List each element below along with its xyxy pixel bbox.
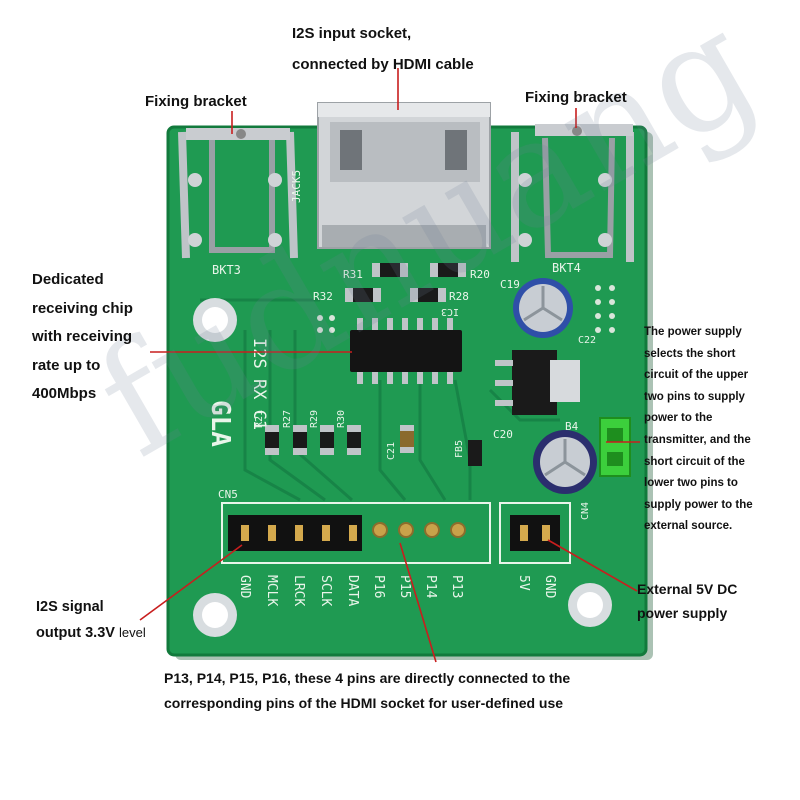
callout-pins-line: corresponding pins of the HDMI socket fo… (164, 694, 564, 711)
callout-chip-line: rate up to (32, 356, 101, 374)
callout-i2s-out-level: level (118, 625, 146, 640)
callout-fixing-bracket-right: Fixing bracket (525, 89, 627, 106)
silk-r21: R21 (254, 410, 265, 428)
voltage-regulator (495, 350, 580, 415)
callout-fixing-bracket-left: Fixing bracket (145, 93, 247, 110)
silk-board-title: I2S RX C1 (249, 338, 269, 430)
callout-user-pins: P13, P14, P15, P16, these 4 pins are dir… (164, 666, 570, 715)
pin-label-p16: P16 (371, 575, 386, 598)
callout-power-line: power to the (644, 412, 713, 425)
callout-power-line: external source. (644, 520, 733, 533)
silk-r27: R27 (282, 410, 293, 428)
pin-label-lrck: LRCK (291, 575, 306, 606)
pin-label-power-gnd: GND (542, 575, 557, 599)
pin-labels: GND MCLK LRCK SCLK DATA P16 P15 P14 P13 … (237, 575, 557, 606)
mounting-holes (193, 298, 612, 637)
receiver-chip (350, 318, 462, 384)
pin-label-sclk: SCLK (318, 575, 333, 606)
cn4-header (499, 502, 571, 564)
pin-label-mclk: MCLK (264, 575, 279, 606)
callout-power-select: The power supply selects the short circu… (644, 322, 753, 538)
capacitor-bottom (533, 430, 597, 494)
silk-jack: JACK5 (290, 170, 303, 203)
callout-i2s-out-voltage: output 3.3V (36, 625, 115, 641)
silk-r28: R28 (449, 290, 469, 303)
callout-chip-line: with receiving (32, 328, 133, 345)
silk-r31: R31 (343, 268, 363, 281)
callout-i2s-output: I2S signal output 3.3V level (36, 595, 146, 646)
pin-label-5v: 5V (516, 575, 531, 591)
capacitor-top (513, 278, 573, 338)
callout-power-line: selects the short (644, 347, 736, 360)
callout-lines (139, 68, 640, 663)
callout-pins-line: P13, P14, P15, P16, these 4 pins are dir… (164, 670, 571, 686)
callout-chip-line: Dedicated (32, 271, 104, 288)
callout-i2s-input-line: connected by HDMI cable (292, 56, 474, 73)
callout-chip-line: 400Mbps (32, 385, 97, 402)
callout-power-line: supply power to the (644, 498, 753, 511)
smd-components (265, 263, 482, 466)
callout-power-line: circuit of the upper (644, 369, 749, 382)
callout-ext5v-line: power supply (637, 605, 728, 621)
callout-i2s-out-line2: output 3.3V level (36, 620, 146, 646)
silk-r30: R30 (336, 410, 347, 428)
pin-label-gnd: GND (237, 575, 252, 599)
power-select-jumper (599, 417, 631, 477)
pin-label-p14: P14 (423, 575, 438, 599)
vias-right (317, 285, 615, 333)
silk-c22: C22 (578, 335, 596, 346)
callout-power-line: short circuit of the (644, 455, 745, 468)
silk-bkt3: BKT3 (212, 263, 241, 277)
callout-ext5v-line: External 5V DC (637, 581, 738, 597)
callout-i2s-input-line: I2S input socket, (292, 25, 412, 42)
pin-label-data: DATA (345, 575, 360, 606)
silk-c19: C19 (500, 278, 520, 291)
callout-power-line: two pins to supply (644, 390, 745, 403)
callout-i2s-input: I2S input socket, connected by HDMI cabl… (292, 18, 474, 80)
callout-external-5v: External 5V DC power supply (637, 577, 737, 625)
callout-receiving-chip: Dedicated receiving chip with receiving … (32, 266, 133, 409)
fixing-bracket-right (511, 124, 634, 262)
silk-c21: C21 (386, 442, 397, 460)
cn5-header (221, 502, 491, 564)
silk-cn5: CN5 (218, 488, 238, 501)
callout-i2s-out-line: I2S signal (36, 599, 104, 615)
silk-cn4: CN4 (580, 502, 591, 520)
silk-b4: B4 (565, 420, 579, 433)
silk-brand: GLA (205, 400, 235, 447)
silk-c20: C20 (493, 428, 513, 441)
callout-power-line: transmitter, and the (644, 433, 751, 446)
silk-r32: R32 (313, 290, 333, 303)
silk-r29: R29 (309, 410, 320, 428)
silk-bkt4: BKT4 (552, 261, 581, 275)
pin-label-p13: P13 (449, 575, 464, 598)
fixing-bracket-left (178, 128, 298, 259)
silk-ic: IC3 (441, 306, 459, 317)
callout-power-line: The power supply (644, 326, 742, 338)
callout-chip-line: receiving chip (32, 299, 133, 317)
callout-power-line: lower two pins to (644, 477, 738, 490)
silk-fb5: FB5 (454, 440, 465, 458)
silk-r20: R20 (470, 268, 490, 281)
hdmi-socket (317, 102, 491, 249)
pin-label-p15: P15 (397, 575, 412, 598)
